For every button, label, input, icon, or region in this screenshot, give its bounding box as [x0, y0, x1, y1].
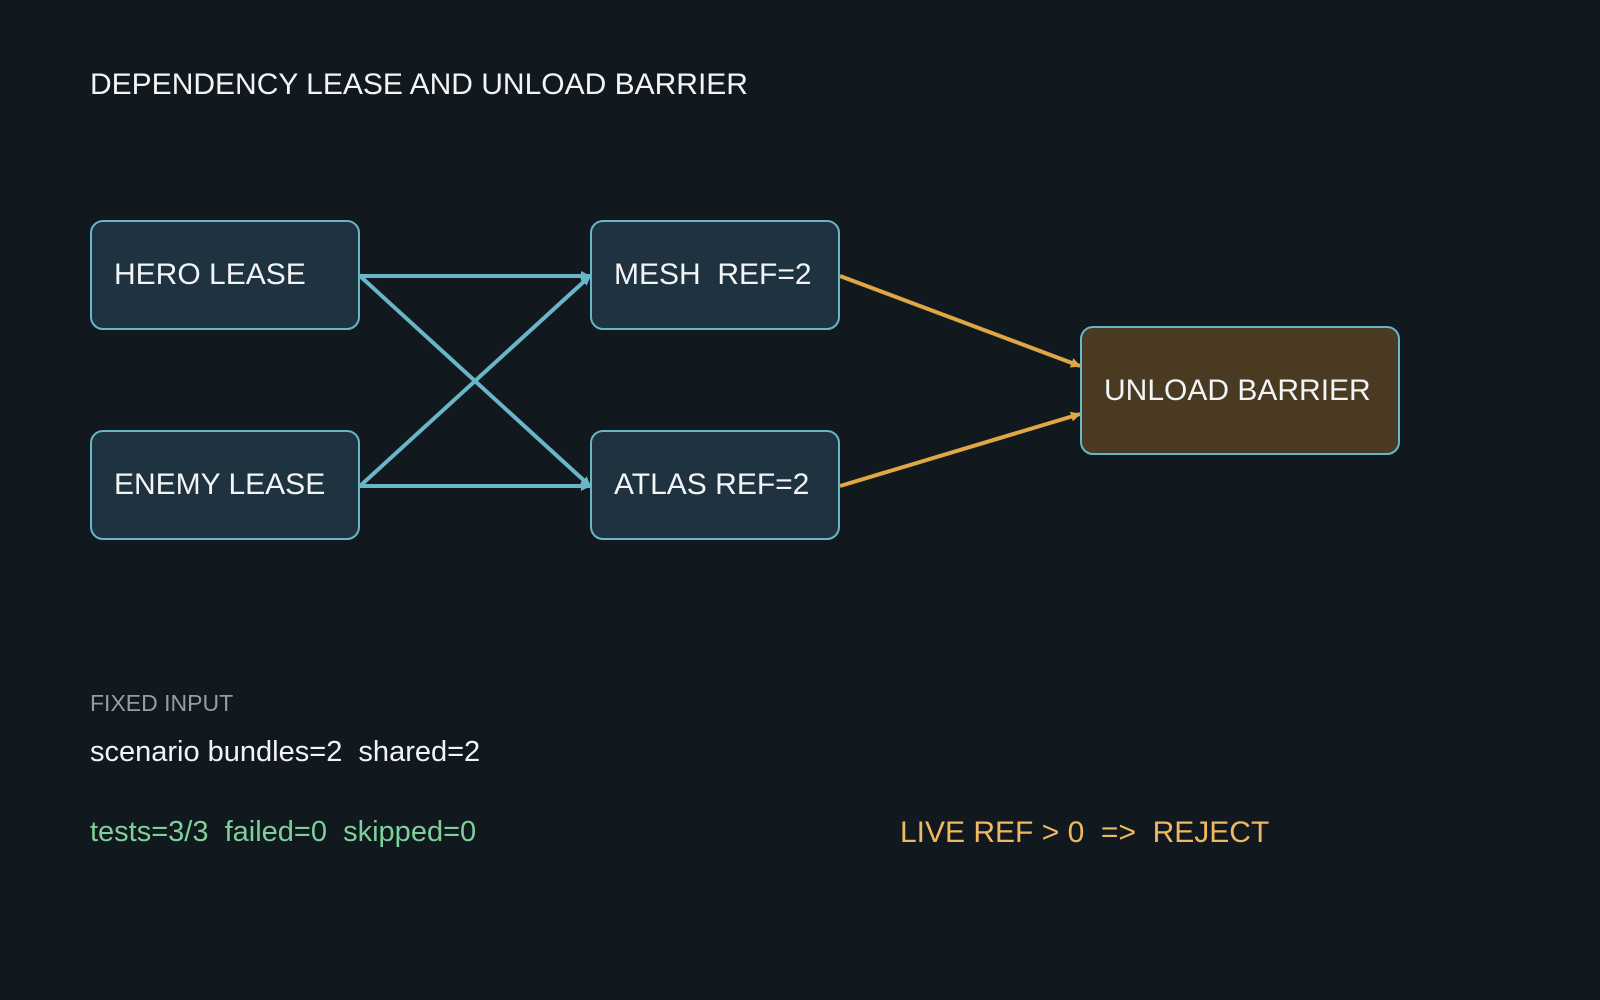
unload-barrier-label: UNLOAD BARRIER	[1104, 373, 1371, 407]
fixed-input-label: FIXED INPUT	[90, 690, 234, 716]
edge-mesh-to-unload	[839, 274, 1081, 368]
reject-rule: LIVE REF > 0 => REJECT	[900, 816, 1270, 849]
edge-enemy-to-mesh	[358, 274, 592, 488]
atlas-ref-node: ATLAS REF=2	[590, 430, 840, 540]
enemy-lease-node: ENEMY LEASE	[90, 430, 360, 540]
diagram-title: DEPENDENCY LEASE AND UNLOAD BARRIER	[90, 68, 748, 101]
atlas-ref-label: ATLAS REF=2	[614, 468, 810, 501]
unload-barrier-node: UNLOAD BARRIER	[1080, 326, 1400, 455]
enemy-lease-label: ENEMY LEASE	[114, 468, 326, 501]
mesh-ref-label: MESH REF=2	[614, 258, 812, 291]
edge-atlas-to-unload	[839, 411, 1081, 488]
scenario-text: scenario bundles=2 shared=2	[90, 736, 481, 768]
hero-lease-label: HERO LEASE	[114, 258, 306, 291]
test-summary: tests=3/3 failed=0 skipped=0	[90, 816, 477, 848]
mesh-ref-node: MESH REF=2	[590, 220, 840, 330]
hero-lease-node: HERO LEASE	[90, 220, 360, 330]
